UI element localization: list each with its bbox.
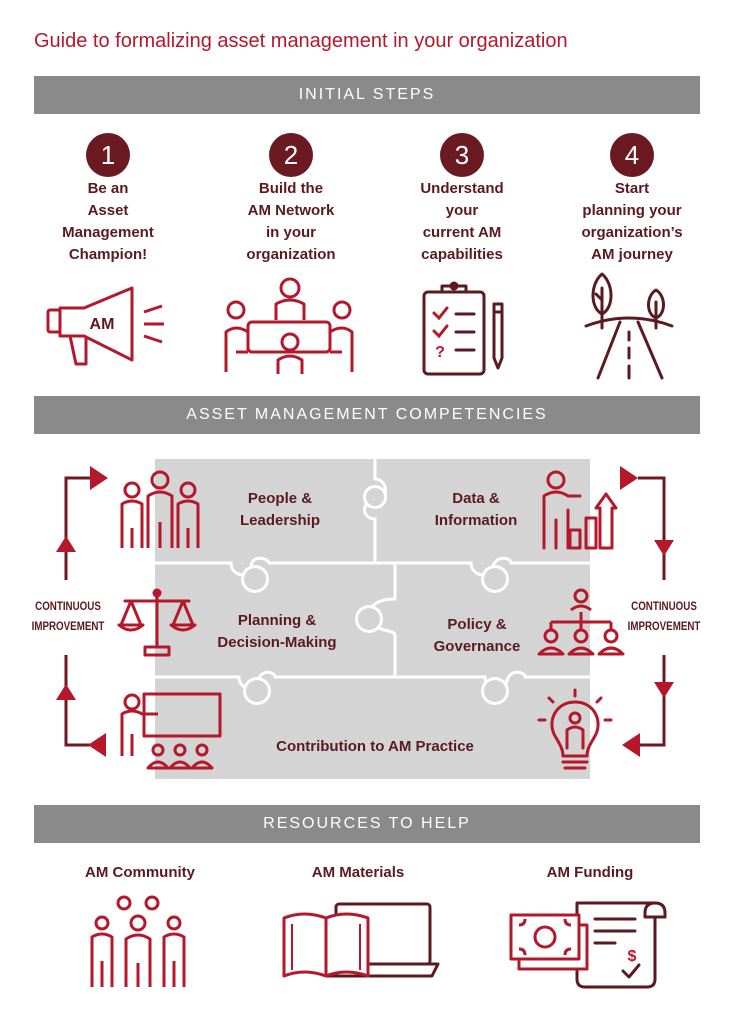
competency-people-leadership: People & Leadership	[200, 488, 360, 532]
people-group-icon	[120, 470, 200, 548]
step-line: organization’s	[581, 224, 683, 241]
step-number-text: 2	[283, 139, 299, 170]
competency-data-information: Data & Information	[396, 488, 556, 532]
step-line: Start	[614, 180, 650, 197]
section-banner-competencies: ASSET MANAGEMENT COMPETENCIES	[34, 396, 700, 434]
ci-line: CONTINUOUS	[631, 601, 697, 613]
step-number-text: 1	[100, 139, 116, 170]
step-line: planning your	[582, 202, 682, 219]
ci-line: CONTINUOUS	[35, 601, 101, 613]
arrow-right-icon	[90, 466, 108, 490]
step-line: AM Network	[247, 202, 335, 219]
competency-line: Information	[434, 512, 518, 529]
step-line: in your	[265, 224, 316, 241]
meeting-table-icon	[224, 277, 354, 374]
section-title: RESOURCES TO HELP	[263, 815, 471, 832]
page-title: Guide to formalizing asset management in…	[34, 30, 568, 52]
step-label-1: Be an Asset Management Champion!	[43, 178, 173, 266]
step-label-3: Understand your current AM capabilities	[397, 178, 527, 266]
step-number-3: 3	[440, 133, 484, 177]
arrow-left-icon	[622, 733, 640, 757]
ci-line: IMPROVEMENT	[31, 621, 105, 633]
resource-am-funding: AM Funding	[546, 864, 634, 881]
step-line: your	[445, 202, 479, 219]
step-line: Be an	[87, 180, 129, 197]
step-label-4: Start planning your organization’s AM jo…	[567, 178, 697, 266]
step-number-2: 2	[269, 133, 313, 177]
road-trees-icon	[584, 272, 674, 380]
competency-line: People &	[247, 490, 313, 507]
arrow-up-icon	[56, 536, 76, 552]
lightbulb-person-icon	[537, 688, 613, 770]
resource-am-materials: AM Materials	[311, 864, 405, 881]
competency-line: Governance	[433, 638, 521, 655]
community-icon	[90, 895, 186, 987]
step-line: Champion!	[68, 246, 148, 263]
competency-contribution: Contribution to AM Practice	[235, 736, 515, 758]
puzzle-board	[155, 459, 590, 779]
continuous-improvement-right: CONTINUOUS IMPROVEMENT	[622, 597, 707, 637]
dollar-sign: $	[628, 948, 637, 965]
competency-planning-decision-making: Planning & Decision-Making	[197, 610, 357, 654]
step-line: Management	[62, 224, 154, 241]
question-mark: ?	[435, 344, 445, 361]
section-title: INITIAL STEPS	[298, 86, 436, 103]
competency-line: Leadership	[239, 512, 321, 529]
competency-policy-governance: Policy & Governance	[397, 614, 557, 658]
competency-line: Planning &	[237, 612, 317, 629]
megaphone-icon: AM	[46, 286, 164, 366]
continuous-improvement-left: CONTINUOUS IMPROVEMENT	[26, 597, 111, 637]
competency-line: Policy &	[447, 616, 507, 633]
arrow-down-icon	[654, 540, 674, 556]
arrow-left-icon	[88, 733, 106, 757]
competency-line: Contribution to AM Practice	[276, 738, 474, 755]
arrow-down-icon	[654, 682, 674, 698]
presenter-chart-icon	[542, 470, 618, 550]
step-number-4: 4	[610, 133, 654, 177]
competency-line: Decision-Making	[217, 634, 337, 651]
step-line: Understand	[420, 180, 504, 197]
money-document-icon: $	[509, 901, 667, 989]
step-number-text: 4	[624, 139, 640, 170]
step-line: Build the	[258, 180, 324, 197]
continuous-improvement-loops	[56, 466, 674, 757]
step-line: current AM	[422, 224, 502, 241]
book-laptop-icon	[282, 902, 440, 978]
megaphone-text: AM	[90, 316, 115, 333]
step-label-2: Build the AM Network in your organizatio…	[226, 178, 356, 266]
ci-line: IMPROVEMENT	[627, 621, 701, 633]
step-number-1: 1	[86, 133, 130, 177]
arrow-up-icon	[56, 684, 76, 700]
section-title: ASSET MANAGEMENT COMPETENCIES	[186, 406, 548, 423]
competency-line: Data &	[452, 490, 500, 507]
clipboard-checklist-icon: ?	[422, 281, 504, 376]
step-line: organization	[246, 246, 336, 263]
section-banner-resources: RESOURCES TO HELP	[34, 805, 700, 843]
teacher-icon	[120, 692, 222, 770]
scales-icon	[117, 588, 197, 657]
step-line: AM journey	[591, 246, 673, 263]
step-line: capabilities	[421, 246, 503, 263]
resource-am-community: AM Community	[85, 864, 195, 881]
arrow-right-icon	[620, 466, 638, 490]
org-chart-icon	[537, 588, 625, 656]
step-number-text: 3	[454, 139, 470, 170]
step-line: Asset	[87, 202, 129, 219]
section-banner-initial-steps: INITIAL STEPS	[34, 76, 700, 114]
